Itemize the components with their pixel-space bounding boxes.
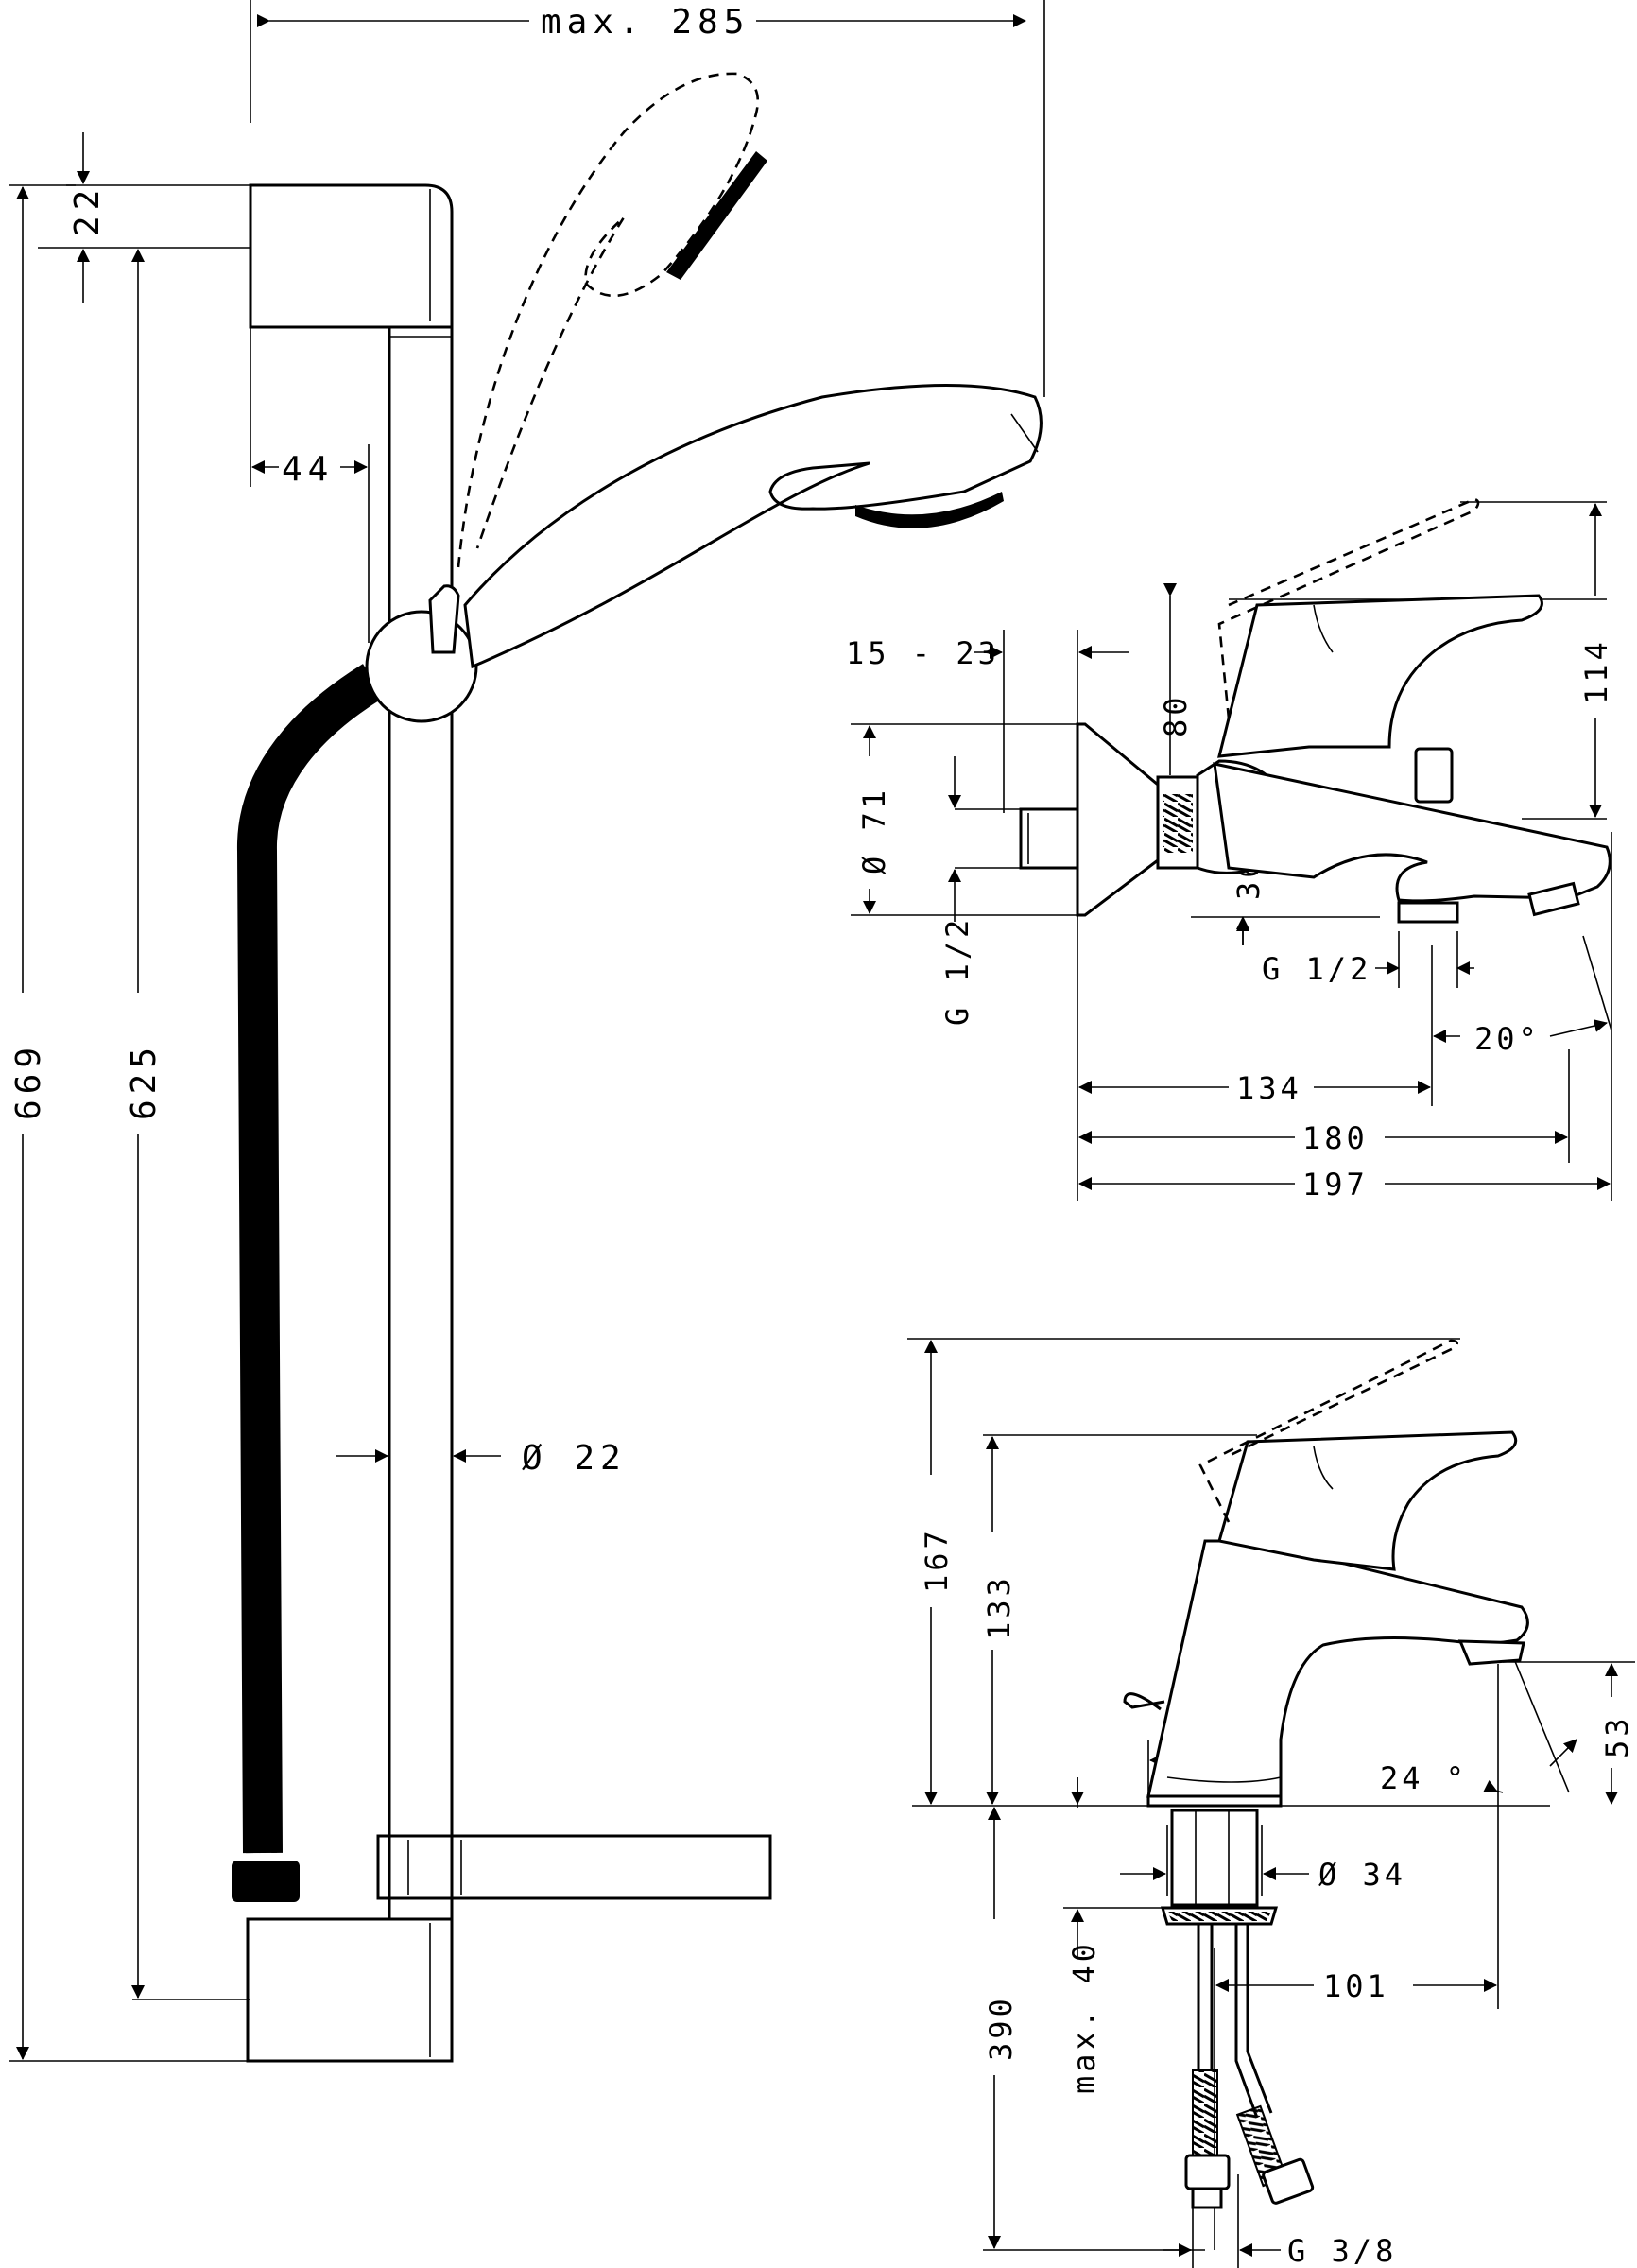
spout-180-label: 180 (1302, 1120, 1369, 1156)
hand-shower-icon (463, 384, 1043, 669)
max-40-label: max. 40 (1066, 1940, 1102, 2094)
shank-diameter-label: Ø 34 (1318, 1857, 1406, 1893)
outlet-thread-label: G 1/2 (1262, 951, 1371, 987)
body-height-label: 80 (1158, 693, 1194, 737)
lever-handle-icon (1217, 594, 1543, 758)
projection-101-label: 101 (1323, 1968, 1389, 2004)
wall-flange-icon (1076, 722, 1160, 917)
wall-offset-label: 44 (282, 450, 334, 489)
hose-length-label: 390 (983, 1995, 1019, 2061)
total-height-label: 669 (9, 1042, 48, 1120)
bath-spout-icon (1213, 762, 1611, 903)
basin-mixer-diagram: 167 133 49 24 ° 53 390 max. 4 (907, 1338, 1635, 2268)
outlet-height-label: 53 (1599, 1714, 1635, 1758)
rail-height-label: 625 (125, 1042, 164, 1120)
spout-angle-label: 20° (1474, 1021, 1541, 1057)
basin-lever-icon (1217, 1430, 1518, 1571)
shower-set-diagram: max. 285 22 669 625 44 Ø 22 (9, 0, 1045, 2063)
connection-label: G 1/2 (939, 916, 975, 1026)
max-width-label: max. 285 (541, 3, 750, 42)
wall-range-label: 15 - 23 (846, 635, 1000, 671)
spout-134-label: 134 (1236, 1070, 1302, 1106)
height-top-label: 114 (1578, 638, 1614, 704)
spout-197-label: 197 (1302, 1167, 1369, 1203)
height-167-label: 167 (919, 1527, 955, 1593)
bath-mixer-diagram: 15 - 23 114 80 Ø 71 G 1/2 36 G (846, 497, 1614, 1203)
height-133-label: 133 (981, 1574, 1017, 1640)
rail-diameter-label: Ø 22 (522, 1439, 627, 1478)
hose-thread-label: G 3/8 (1287, 2233, 1397, 2268)
spout-angle-label-basin: 24 ° (1380, 1760, 1468, 1796)
basin-body-icon (1146, 1539, 1529, 1798)
top-block-label: 22 (68, 184, 107, 236)
slider-ball-icon (365, 610, 478, 723)
flange-diameter-label: Ø 71 (856, 787, 892, 874)
